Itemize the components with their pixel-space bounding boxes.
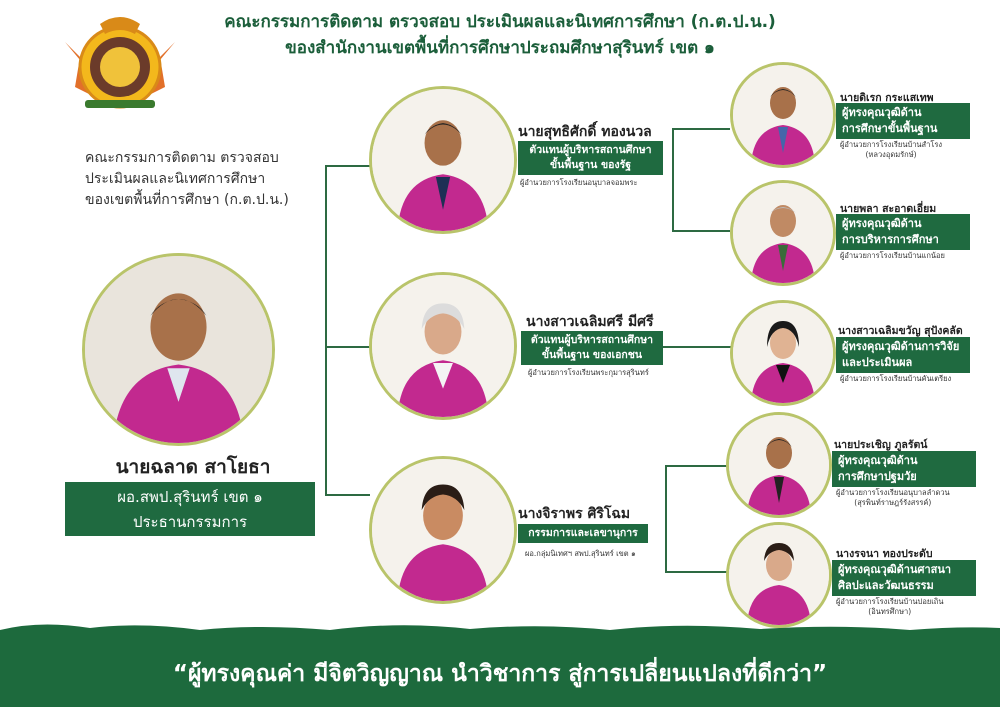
right-trunk-3 [665,465,667,572]
expert-role-box-1: ผู้ทรงคุณวุฒิด้าน การศึกษาขั้นพื้นฐาน [836,103,970,139]
person-photo-icon [372,459,514,601]
member-note-2: ผู้อำนวยการโรงเรียนพระกุมารสุรินทร์ [528,368,649,377]
member-name-1: นายสุทธิศักดิ์ ทองนวล [518,124,652,140]
header-title-line1: คณะกรรมการติดตาม ตรวจสอบ ประเมินผลและนิเ… [224,12,776,32]
expert-name-4: นายประเชิญ ภูลรัตน์ [834,439,928,451]
expert-note-3: ผู้อำนวยการโรงเรียนบ้านคันเตรียง [840,374,951,384]
subtitle-line1: คณะกรรมการติดตาม ตรวจสอบ [85,150,279,166]
member-name-3: นางจิราพร ศิริโฉม [518,506,631,522]
expert-note-1: ผู้อำนวยการโรงเรียนบ้านสำโรง (หลวงอุดมรั… [840,140,942,160]
expert-note-line1: ผู้อำนวยการโรงเรียนบ้านแกน้อย [840,251,945,260]
expert-role-box-4: ผู้ทรงคุณวุฒิด้าน การศึกษาปฐมวัย [832,451,976,487]
expert-note-line1: ผู้อำนวยการโรงเรียนบ้านคันเตรียง [840,374,952,383]
member-photo-1 [369,86,517,234]
expert-name-2: นายพลา สะอาดเอี่ยม [840,203,937,215]
expert-note-line1: ผู้อำนวยการโรงเรียนบ้านปอยเถิน [836,597,944,606]
expert-name-1: นายดิเรก กระแสเทพ [840,92,934,104]
office-logo-icon [65,17,175,109]
expert-photo-5 [726,522,832,628]
chair-photo [82,253,275,446]
person-photo-icon [733,65,833,165]
right-branch-2 [662,346,732,348]
footer-slogan: “ผู้ทรงคุณค่า มีจิตวิญญาณ นำวิชาการ สู่ก… [172,661,828,687]
person-photo-icon [372,275,514,417]
expert-note-line2: (อินทรศึกษา) [868,607,912,616]
member-role-box-3: กรรมการและเลขานุการ [518,524,648,543]
member-note-3: ผอ.กลุ่มนิเทศฯ สพป.สุรินทร์ เขต ๑ [525,549,636,558]
person-photo-icon [729,415,829,515]
committee-description: คณะกรรมการติดตาม ตรวจสอบ ประเมินผลและนิเ… [85,148,335,211]
chair-role-position: ผอ.สพป.สุรินทร์ เขต ๑ [117,488,263,506]
expert-name-5: นางรจนา ทองประดับ [836,548,933,560]
expert-role-line1: ผู้ทรงคุณวุฒิด้านการวิจัย [842,340,960,353]
branch-line-3 [325,494,370,496]
expert-photo-1 [730,62,836,168]
right-branch-3a [665,465,727,467]
footer-banner [0,630,1000,707]
expert-note-line2: (หลวงอุดมรักษ์) [865,150,917,159]
right-branch-1b [672,230,730,232]
subtitle-line2: ประเมินผลและนิเทศการศึกษา [85,171,266,187]
member-photo-2 [369,272,517,420]
expert-role-line2: การศึกษาปฐมวัย [838,470,917,483]
expert-note-5: ผู้อำนวยการโรงเรียนบ้านปอยเถิน (อินทรศึก… [836,597,943,617]
person-photo-icon [85,256,272,443]
branch-line-1 [325,165,370,167]
right-branch-3b [665,571,727,573]
chair-role-box: ผอ.สพป.สุรินทร์ เขต ๑ ประธานกรรมการ [65,482,315,536]
member-name-2: นางสาวเฉลิมศรี มีศรี [526,314,654,330]
person-photo-icon [729,525,829,625]
expert-role-line1: ผู้ทรงคุณวุฒิด้าน [842,217,922,230]
trunk-line [325,165,327,495]
expert-role-line2: การศึกษาขั้นพื้นฐาน [842,122,938,135]
expert-role-line1: ผู้ทรงคุณวุฒิด้าน [842,106,922,119]
right-branch-1a [672,128,730,130]
member-role-line2: ขั้นพื้นฐาน ของรัฐ [549,159,632,171]
chair-role-title: ประธานกรรมการ [132,513,248,531]
expert-role-line2: และประเมินผล [842,356,913,369]
expert-note-4: ผู้อำนวยการโรงเรียนอนุบาลลำดวน (สุรพินท์… [836,488,950,508]
member-role-line2: ขั้นพื้นฐาน ของเอกชน [541,349,643,361]
expert-role-line1: ผู้ทรงคุณวุฒิด้าน [838,454,918,467]
person-photo-icon [733,183,833,283]
member-role-line1: ตัวแทนผู้บริหารสถานศึกษา [530,334,654,346]
member-role-box-1: ตัวแทนผู้บริหารสถานศึกษา ขั้นพื้นฐาน ของ… [518,141,663,175]
person-photo-icon [733,303,833,403]
expert-note-line1: ผู้อำนวยการโรงเรียนบ้านสำโรง [840,140,943,149]
expert-role-box-2: ผู้ทรงคุณวุฒิด้าน การบริหารการศึกษา [836,214,970,250]
expert-photo-2 [730,180,836,286]
person-photo-icon [372,89,514,231]
subtitle-line3: ของเขตพื้นที่การศึกษา (ก.ต.ป.น.) [85,192,289,208]
expert-role-box-5: ผู้ทรงคุณวุฒิด้านศาสนา ศิลปะและวัฒนธรรม [832,560,976,596]
expert-role-line2: การบริหารการศึกษา [842,233,939,246]
expert-photo-4 [726,412,832,518]
expert-photo-3 [730,300,836,406]
expert-note-line2: (สุรพินท์ราษฎร์รังสรรค์) [854,498,932,507]
member-role-line1: กรรมการและเลขานุการ [528,527,638,539]
branch-line-2 [325,346,370,348]
expert-role-line2: ศิลปะและวัฒนธรรม [838,579,934,592]
member-role-box-2: ตัวแทนผู้บริหารสถานศึกษา ขั้นพื้นฐาน ของ… [521,331,663,365]
member-role-line1: ตัวแทนผู้บริหารสถานศึกษา [529,144,652,156]
expert-name-3: นางสาวเฉลิมขวัญ สุปังคลัด [838,325,963,337]
chair-name: นายฉลาด สาโยธา [115,456,271,478]
expert-note-2: ผู้อำนวยการโรงเรียนบ้านแกน้อย [840,251,945,261]
expert-role-box-3: ผู้ทรงคุณวุฒิด้านการวิจัย และประเมินผล [836,337,970,373]
member-photo-3 [369,456,517,604]
right-trunk-1 [672,128,674,231]
member-note-1: ผู้อำนวยการโรงเรียนอนุบาลจอมพระ [520,178,638,187]
expert-role-line1: ผู้ทรงคุณวุฒิด้านศาสนา [838,563,952,576]
expert-note-line1: ผู้อำนวยการโรงเรียนอนุบาลลำดวน [836,488,950,497]
header-title-line2: ของสำนักงานเขตพื้นที่การศึกษาประถมศึกษาส… [285,38,715,58]
